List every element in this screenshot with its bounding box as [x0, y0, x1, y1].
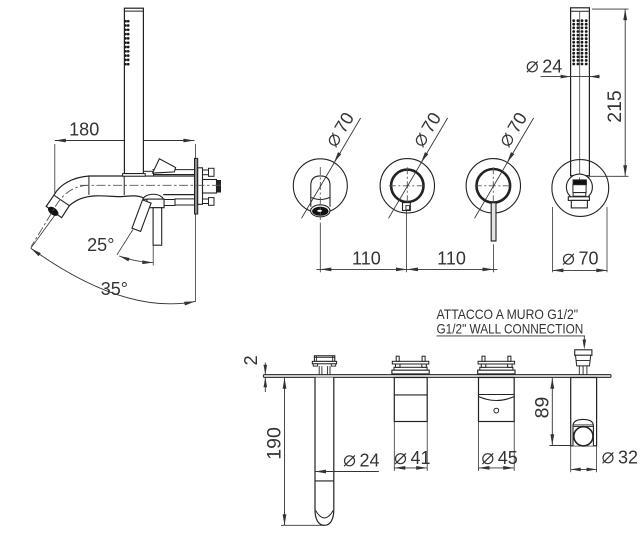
svg-text:89: 89 — [531, 397, 553, 419]
svg-text:110: 110 — [352, 249, 381, 269]
svg-text:25°: 25° — [87, 235, 114, 255]
svg-text:2: 2 — [241, 355, 261, 365]
svg-text:215: 215 — [604, 90, 626, 123]
svg-text:32: 32 — [618, 447, 638, 467]
svg-text:110: 110 — [437, 249, 466, 269]
svg-text:35°: 35° — [101, 279, 128, 299]
svg-text:190: 190 — [264, 427, 286, 460]
svg-text:45: 45 — [498, 448, 518, 468]
svg-text:70: 70 — [578, 249, 598, 269]
svg-text:24: 24 — [542, 56, 562, 76]
svg-text:180: 180 — [69, 120, 99, 140]
svg-text:G1/2" WALL CONNECTION: G1/2" WALL CONNECTION — [437, 320, 584, 336]
svg-text:ATTACCO A MURO G1/2": ATTACCO A MURO G1/2" — [437, 306, 579, 322]
svg-text:41: 41 — [410, 448, 430, 468]
svg-text:24: 24 — [359, 450, 379, 470]
